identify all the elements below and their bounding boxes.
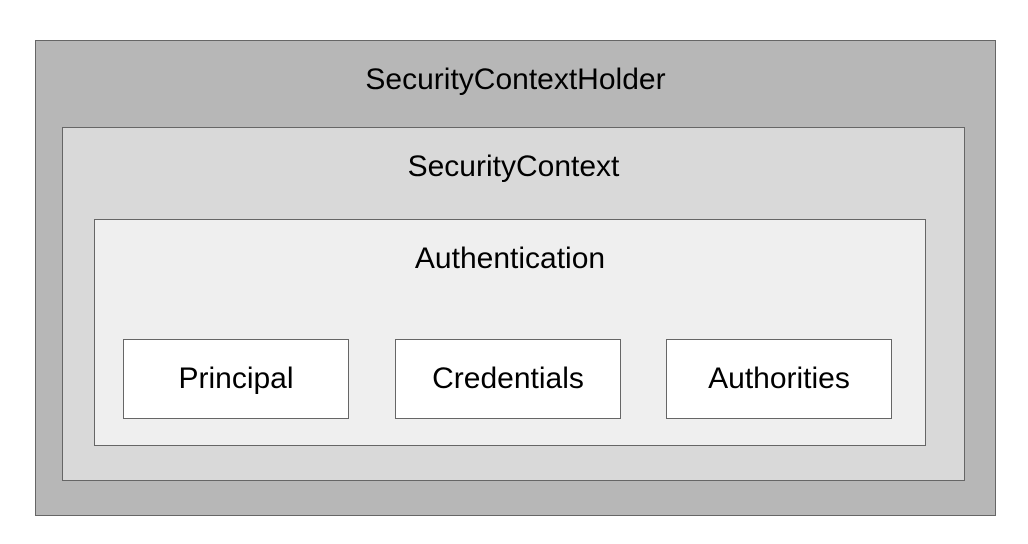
credentials-box: Credentials [395, 339, 621, 419]
authentication-label: Authentication [414, 242, 606, 275]
principal-label: Principal [178, 362, 294, 395]
security-context-label: SecurityContext [407, 150, 620, 183]
authorities-box: Authorities [666, 339, 892, 419]
authorities-label: Authorities [708, 362, 850, 395]
principal-box: Principal [123, 339, 349, 419]
authentication-box: Authentication Principal Credentials Aut… [94, 219, 926, 446]
credentials-label: Credentials [432, 362, 584, 395]
security-context-holder-label: SecurityContextHolder [365, 63, 666, 96]
security-context-box: SecurityContext Authentication Principal… [62, 127, 965, 481]
security-context-holder-box: SecurityContextHolder SecurityContext Au… [35, 40, 996, 516]
